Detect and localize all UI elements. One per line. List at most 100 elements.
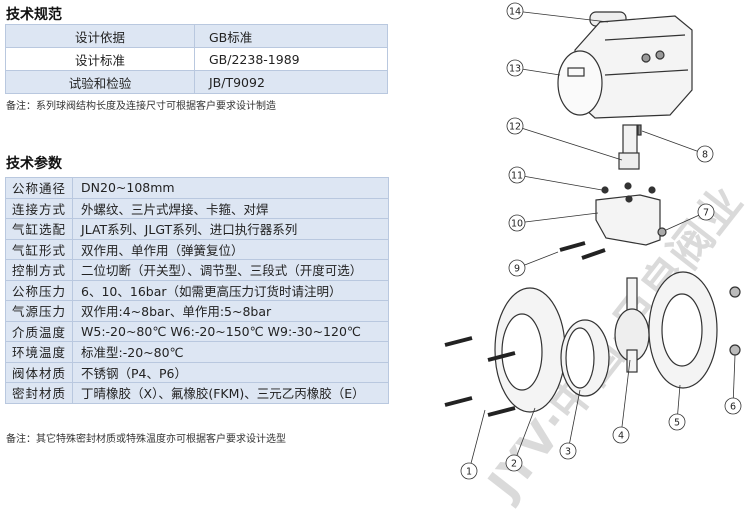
row-label: 气缸形式: [4, 238, 74, 260]
leader-line: [567, 389, 581, 452]
row-value: JLAT系列、JLGT系列、进口执行器系列: [72, 218, 389, 240]
spec-note: 备注：系列球阀结构长度及连接尺寸可根据客户要求设计制造: [6, 101, 276, 112]
callout-number: 6: [730, 402, 736, 413]
callout-number: 13: [509, 64, 521, 75]
callout-circle: [506, 117, 524, 135]
row-label: 密封材质: [4, 382, 74, 404]
row-value: 外螺纹、三片式焊接、卡箍、对焊: [72, 197, 389, 219]
row-value: 双作用、单作用（弹簧复位）: [72, 238, 389, 260]
table-row: 连接方式外螺纹、三片式焊接、卡箍、对焊: [4, 197, 389, 219]
row-label: 公称压力: [4, 279, 74, 301]
row-value: W5:-20~80℃ W6:-20~150℃ W9:-30~120℃: [72, 320, 389, 342]
callout-number: 7: [703, 208, 709, 219]
flange-5: [648, 271, 718, 389]
table-row: 气缸形式双作用、单作用（弹簧复位）: [4, 238, 389, 260]
callout-number: 12: [509, 122, 521, 133]
row-value: 6、10、16bar（如需更高压力订货时请注明）: [72, 279, 389, 301]
table-row: 密封材质丁晴橡胶（X）、氟橡胶(FKM)、三元乙丙橡胶（E）: [4, 382, 389, 404]
leader-line: [516, 212, 599, 224]
leader-line: [620, 359, 631, 436]
callout-number: 9: [514, 264, 520, 275]
leader-line: [514, 10, 609, 23]
leader-line: [513, 407, 536, 464]
row-label: 试验和检验: [5, 70, 195, 94]
callout-circle: [506, 59, 524, 77]
row-label: 公称通径: [4, 177, 74, 199]
callout-circle: [612, 426, 630, 444]
row-label: 气源压力: [4, 300, 74, 322]
bolts-9: [559, 241, 606, 260]
row-value: GB标准: [194, 24, 388, 48]
callout-13: 13: [506, 59, 561, 77]
callout-number: 4: [618, 431, 624, 442]
callout-number: 3: [565, 447, 571, 458]
callout-6: 6: [724, 354, 742, 415]
callout-circle: [508, 259, 526, 277]
row-label: 阀体材质: [4, 361, 74, 383]
row-value: 二位切断（开关型）、调节型、三段式（开度可选）: [72, 259, 389, 281]
row-label: 环境温度: [4, 341, 74, 363]
params-title: 技术参数: [6, 156, 62, 172]
row-label: 控制方式: [4, 259, 74, 281]
bracket: [595, 182, 661, 246]
params-note: 备注：其它特殊密封材质或特殊温度亦可根据客户要求设计选型: [6, 434, 286, 445]
callout-4: 4: [612, 359, 631, 444]
callout-12: 12: [506, 117, 623, 161]
table-row: 阀体材质不锈钢（P4、P6）: [4, 361, 389, 383]
callout-circle: [508, 214, 526, 232]
callout-1: 1: [460, 409, 486, 480]
row-label: 连接方式: [4, 197, 74, 219]
ball-4: [614, 277, 650, 373]
callout-circle: [668, 413, 686, 431]
callout-circle: [724, 397, 742, 415]
callout-circle: [505, 454, 523, 472]
callout-8: 8: [641, 130, 714, 163]
leader-line: [514, 125, 623, 161]
actuator: [557, 11, 693, 119]
bolts-1: [444, 336, 516, 417]
table-row: 控制方式二位切断（开关型）、调节型、三段式（开度可选）: [4, 259, 389, 281]
callout-circle: [508, 166, 526, 184]
callout-number: 10: [511, 219, 523, 230]
row-label: 设计标准: [5, 47, 195, 71]
callout-number: 8: [702, 150, 708, 161]
callout-circle: [559, 442, 577, 460]
callout-circle: [460, 462, 478, 480]
row-label: 设计依据: [5, 24, 195, 48]
row-value: GB/2238-1989: [194, 47, 388, 71]
leader-line: [641, 130, 706, 155]
callout-10: 10: [508, 212, 599, 232]
callout-circle: [506, 2, 524, 20]
callout-number: 2: [511, 459, 517, 470]
callout-14: 14: [506, 2, 609, 23]
row-value: 不锈钢（P4、P6）: [72, 361, 389, 383]
spec-title: 技术规范: [6, 7, 62, 23]
seat-3: [560, 319, 610, 397]
coupling: [618, 152, 640, 170]
row-value: DN20~108mm: [72, 177, 389, 199]
callout-number: 5: [674, 418, 680, 429]
row-label: 介质温度: [4, 320, 74, 342]
callout-number: 1: [466, 467, 472, 478]
leader-line: [516, 174, 603, 191]
row-value: JB/T9092: [194, 70, 388, 94]
callout-3: 3: [559, 389, 581, 460]
table-row: 气源压力双作用:4~8bar、单作用:5~8bar: [4, 300, 389, 322]
nuts-6: [729, 286, 741, 356]
leader-line: [468, 409, 486, 472]
row-value: 双作用:4~8bar、单作用:5~8bar: [72, 300, 389, 322]
callout-circle: [696, 145, 714, 163]
callout-9: 9: [508, 251, 559, 277]
callout-11: 11: [508, 166, 603, 191]
callout-number: 11: [511, 171, 523, 182]
row-label: 气缸选配: [4, 218, 74, 240]
leader-line: [732, 354, 736, 407]
